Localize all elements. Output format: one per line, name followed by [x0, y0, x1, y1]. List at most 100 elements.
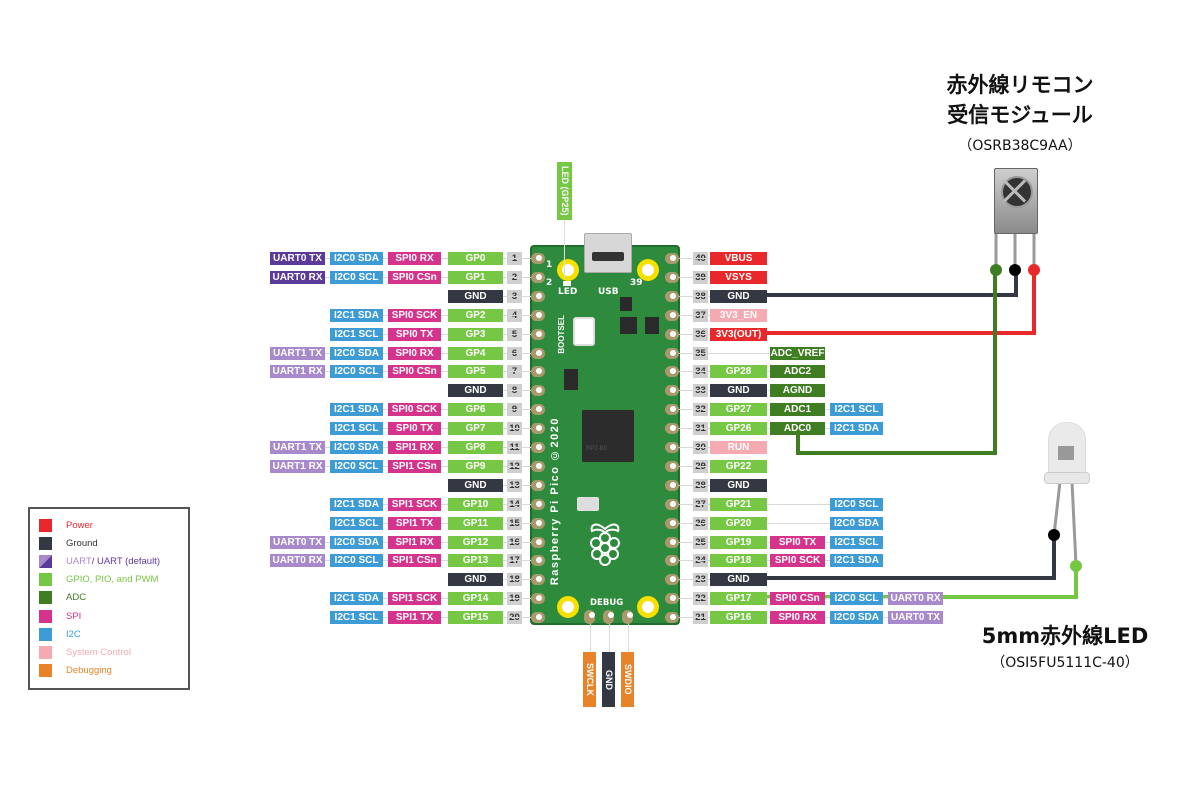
- pin-pad: [665, 442, 679, 453]
- pin-label-gpio: GP9: [448, 460, 503, 473]
- component: [645, 317, 659, 334]
- legend-label: UART: [66, 555, 92, 567]
- pin-label-spi: SPI1 SCK: [388, 498, 441, 511]
- pin-label-gpio: GP22: [710, 460, 767, 473]
- pin-label-ground: GND: [710, 573, 767, 586]
- pin-label-uart: UART0 RX: [888, 592, 943, 605]
- pin-label-i2c: I2C0 SDA: [330, 441, 383, 454]
- pin-label-gpio: GP19: [710, 536, 767, 549]
- receiver-pin-signal: [990, 264, 1002, 276]
- pin-label-power: VSYS: [710, 271, 767, 284]
- pin-label-ground: GND: [710, 290, 767, 303]
- pin-label-gpio: GP21: [710, 498, 767, 511]
- pin-label-i2c: I2C0 SCL: [330, 365, 383, 378]
- pin-label-spi: SPI0 RX: [388, 252, 441, 265]
- pin-label-spi: SPI1 RX: [388, 536, 441, 549]
- pin-label-spi: SPI0 TX: [388, 422, 441, 435]
- pin-pad: [665, 272, 679, 283]
- legend-item: Ground: [39, 536, 98, 550]
- pin-label-uart_default: UART0 RX: [270, 271, 325, 284]
- pin-label-gpio: GP10: [448, 498, 503, 511]
- legend-item: I2C: [39, 627, 81, 641]
- usb-connector: [584, 233, 632, 273]
- debug-connector-line: [609, 618, 610, 654]
- legend-label: ADC: [66, 592, 87, 604]
- receiver-pin-gnd: [1009, 264, 1021, 276]
- wire-3v3-receiver: [767, 270, 1036, 335]
- debug-pad: [603, 610, 614, 624]
- pin-pad: [531, 574, 545, 585]
- pin-pad: [531, 442, 545, 453]
- pin-label-gpio: GP12: [448, 536, 503, 549]
- pin-label-gpio: GP11: [448, 517, 503, 530]
- pin-label-i2c: I2C0 SDA: [830, 517, 883, 530]
- legend-label: I2C: [66, 628, 81, 640]
- ir-receiver-title: 赤外線リモコン 受信モジュール: [925, 70, 1115, 130]
- pin-label-gpio: GP3: [448, 328, 503, 341]
- pin-label-i2c: I2C1 SCL: [330, 611, 383, 624]
- pin-label-spi: SPI0 RX: [388, 347, 441, 360]
- pin-pad: [665, 310, 679, 321]
- pin-label-spi: SPI1 CSn: [388, 554, 441, 567]
- raspberry-logo-icon: [584, 519, 626, 567]
- pin-label-spi: SPI0 TX: [770, 536, 825, 549]
- ir-receiver-module-icon: [990, 168, 1040, 238]
- pin-label-uart: UART0 TX: [270, 536, 325, 549]
- pin-label-uart: UART0 TX: [888, 611, 943, 624]
- pin-pad: [531, 537, 545, 548]
- pin-label-spi: SPI0 SCK: [388, 403, 441, 416]
- pin-label-spi: SPI0 SCK: [770, 554, 825, 567]
- pin-label-spi: SPI1 SCK: [388, 592, 441, 605]
- pin-connector-line: [677, 523, 883, 524]
- pin-label-i2c: I2C0 SDA: [330, 252, 383, 265]
- pin-pad: [531, 253, 545, 264]
- pin-label-spi: SPI0 CSn: [388, 365, 441, 378]
- debug-pad: [622, 610, 633, 624]
- pin-label-i2c: I2C1 SDA: [330, 309, 383, 322]
- legend-swatch: [39, 573, 52, 587]
- mount-hole: [637, 259, 659, 281]
- pin-label-gpio: GP7: [448, 422, 503, 435]
- legend-label: / UART (default): [91, 555, 160, 567]
- silk-led: LED: [558, 287, 578, 297]
- legend-item: System Control: [39, 645, 131, 659]
- pin-label-adc: ADC1: [770, 403, 825, 416]
- pin-label-gpio: GP28: [710, 365, 767, 378]
- pin-pad: [665, 423, 679, 434]
- debug-pin-gnd: GND: [602, 652, 615, 707]
- pin-label-gpio: GP5: [448, 365, 503, 378]
- debug-connector-line: [590, 618, 591, 654]
- debug-pin-swclk: SWCLK: [583, 652, 596, 707]
- pin-label-ground: GND: [448, 290, 503, 303]
- pin-label-power: VBUS: [710, 252, 767, 265]
- legend-swatch: [39, 591, 52, 605]
- legend-item: ADC: [39, 591, 86, 605]
- pin-label-i2c: I2C0 SDA: [830, 611, 883, 624]
- pin-connector-line: [677, 353, 825, 354]
- bootsel-button[interactable]: [573, 317, 595, 346]
- pin-pad: [665, 329, 679, 340]
- receiver-pin-vcc: [1028, 264, 1040, 276]
- pin-pad: [665, 385, 679, 396]
- pin-label-i2c: I2C0 SDA: [330, 536, 383, 549]
- pin-pad: [665, 366, 679, 377]
- legend-item: UART / UART (default): [39, 554, 160, 568]
- pin-label-gpio: GP27: [710, 403, 767, 416]
- pin-pad: [531, 555, 545, 566]
- pin-label-uart_default: UART0 TX: [270, 252, 325, 265]
- pin-label-adc: AGND: [770, 384, 825, 397]
- silk-debug: DEBUG: [590, 598, 624, 608]
- pin-label-gpio: GP8: [448, 441, 503, 454]
- pin-label-uart: UART1 TX: [270, 441, 325, 454]
- pin-label-spi: SPI1 CSn: [388, 460, 441, 473]
- pin-pad: [665, 480, 679, 491]
- pin-label-ground: GND: [448, 573, 503, 586]
- legend-label: System Control: [66, 646, 131, 658]
- pin-pad: [531, 329, 545, 340]
- pin-label-spi: SPI1 RX: [388, 441, 441, 454]
- pin-label-spi: SPI0 TX: [388, 328, 441, 341]
- pin-pad: [665, 518, 679, 529]
- pin-pad: [665, 404, 679, 415]
- ir-led-lead: [1052, 481, 1062, 536]
- legend-swatch: [39, 554, 52, 568]
